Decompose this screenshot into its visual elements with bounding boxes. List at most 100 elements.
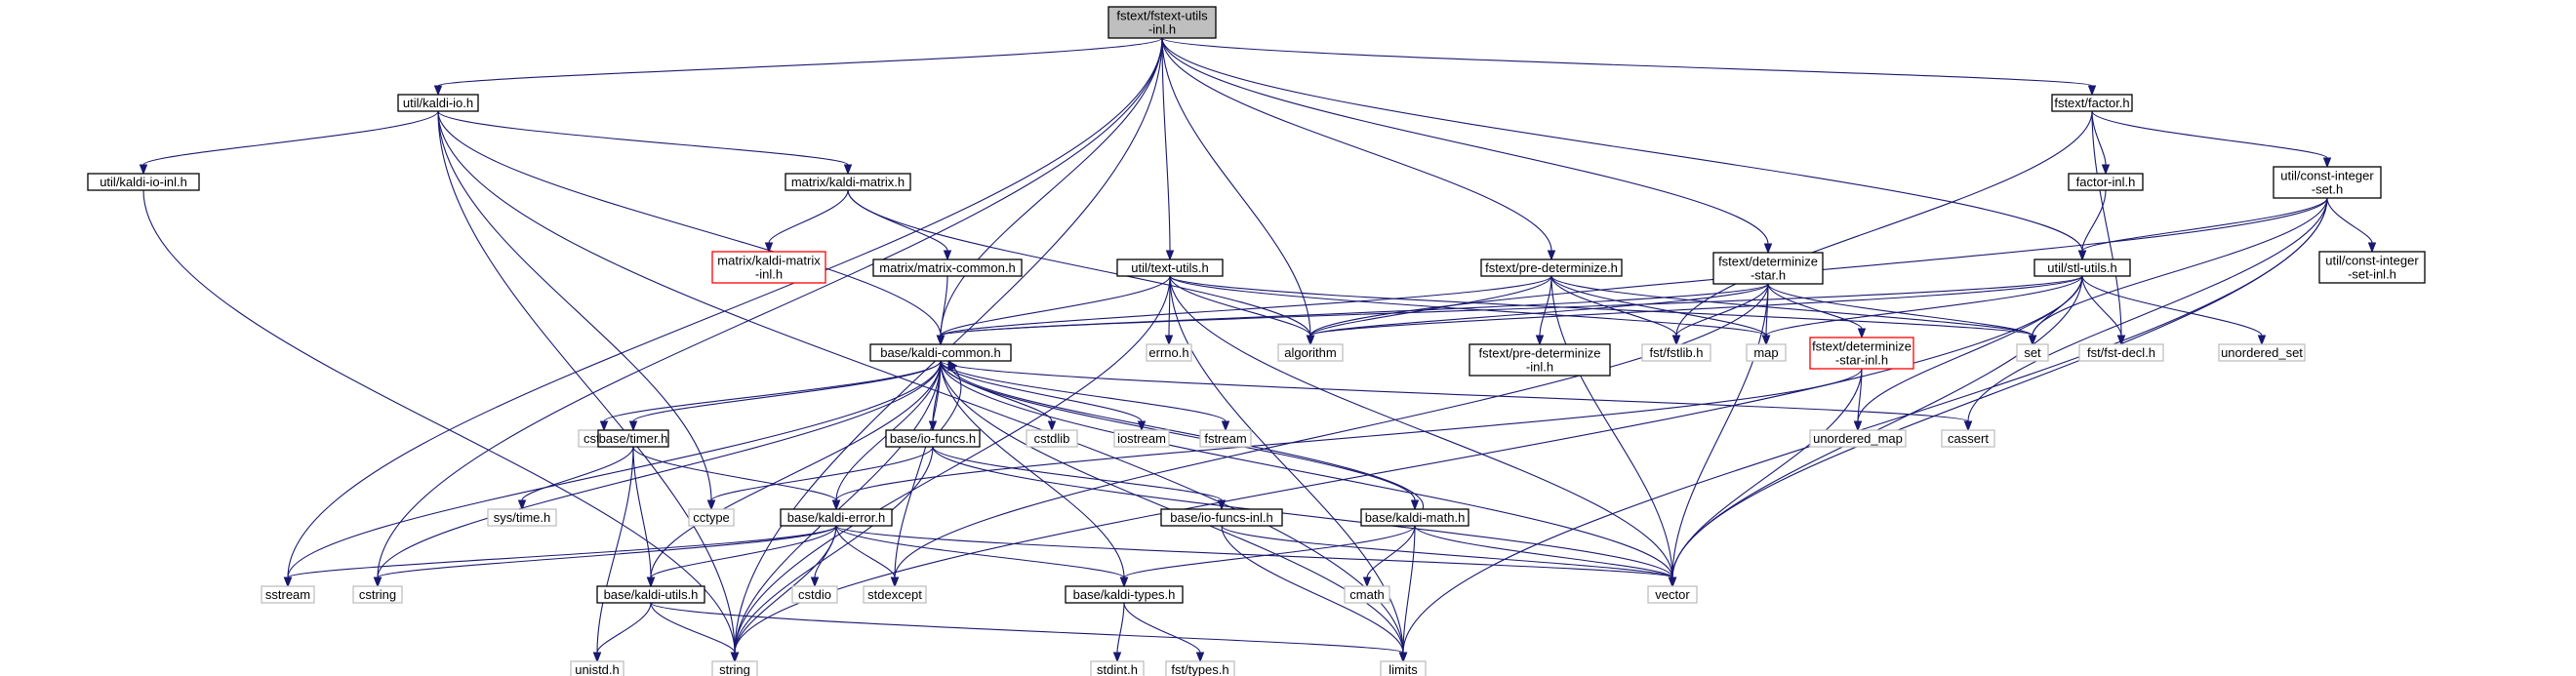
node-label: fst/types.h bbox=[1171, 662, 1228, 676]
edge-kaldi-error-to-kaldi-utils bbox=[646, 525, 837, 588]
node-kaldi-common[interactable]: base/kaldi-common.h bbox=[869, 343, 1012, 362]
node-label: -star.h bbox=[1751, 268, 1786, 283]
node-io-funcs[interactable]: base/io-funcs.h bbox=[885, 429, 981, 448]
node-label: base/kaldi-math.h bbox=[1365, 510, 1466, 525]
node-map: map bbox=[1746, 343, 1787, 362]
node-kaldi-io[interactable]: util/kaldi-io.h bbox=[397, 94, 479, 112]
edge-const-int-set-to-const-int-set-inl bbox=[2326, 197, 2377, 254]
node-pre-det-inl[interactable]: fstext/pre-determinize-inl.h bbox=[1469, 343, 1611, 377]
node-matrix-common[interactable]: matrix/matrix-common.h bbox=[872, 258, 1023, 277]
node-label: -set.h bbox=[2312, 182, 2344, 197]
edge-kaldi-utils-to-string bbox=[650, 602, 740, 663]
edge-factor-to-const-int-set bbox=[2091, 110, 2332, 169]
edge-root-to-sstream bbox=[283, 37, 1163, 588]
edge-kaldi-matrix-to-matrix-common bbox=[847, 189, 952, 261]
edge-io-funcs-to-io-funcs-inl bbox=[932, 446, 1227, 511]
node-text-utils[interactable]: util/text-utils.h bbox=[1116, 258, 1224, 277]
node-fst-types: fst/types.h bbox=[1165, 660, 1235, 676]
node-label: cmath bbox=[1349, 587, 1384, 602]
node-io-funcs-inl[interactable]: base/io-funcs-inl.h bbox=[1160, 508, 1283, 527]
node-factor[interactable]: fstext/factor.h bbox=[2051, 94, 2133, 112]
node-errno: errno.h bbox=[1146, 343, 1192, 362]
edge-kaldi-error-to-kaldi-types bbox=[835, 525, 1129, 588]
edge-kaldi-common-to-fstream bbox=[940, 360, 1230, 432]
edge-io-funcs-to-string bbox=[730, 446, 934, 663]
node-label: fstext/pre-determinize bbox=[1479, 346, 1601, 361]
node-vector: vector bbox=[1647, 585, 1698, 604]
node-kaldi-math[interactable]: base/kaldi-math.h bbox=[1360, 508, 1469, 527]
node-const-int-set-inl[interactable]: util/const-integer-set-inl.h bbox=[2318, 251, 2426, 284]
edge-kaldi-common-to-cstddef bbox=[599, 360, 942, 432]
node-label: base/io-funcs-inl.h bbox=[1170, 510, 1273, 525]
edge-stl-utils-to-fst-decl bbox=[2081, 275, 2126, 346]
node-unordered-map: unordered_map bbox=[1809, 429, 1907, 448]
edge-io-funcs-to-cctype bbox=[706, 446, 934, 511]
edge-kaldi-io-to-kaldi-io-inl bbox=[139, 110, 439, 176]
edge-root-to-stl-utils bbox=[1161, 37, 2087, 261]
node-det-star-inl[interactable]: fstext/determinize-star-inl.h bbox=[1809, 337, 1914, 370]
node-label: base/kaldi-utils.h bbox=[604, 587, 699, 602]
node-string: string bbox=[711, 660, 758, 676]
node-cctype: cctype bbox=[688, 508, 735, 527]
node-label: cctype bbox=[693, 510, 730, 525]
node-kaldi-io-inl[interactable]: util/kaldi-io-inl.h bbox=[87, 173, 200, 191]
edge-kaldi-io-to-string bbox=[437, 110, 740, 663]
node-label: matrix/kaldi-matrix.h bbox=[791, 175, 905, 189]
node-fstream: fstream bbox=[1199, 429, 1252, 448]
edge-timer-to-kaldi-error bbox=[632, 446, 841, 511]
node-const-int-set[interactable]: util/const-integer-set.h bbox=[2273, 166, 2382, 199]
node-label: algorithm bbox=[1284, 345, 1336, 360]
edge-kaldi-error-to-cstring bbox=[373, 525, 837, 588]
node-unordered-set: unordered_set bbox=[2218, 343, 2306, 362]
node-label: util/const-integer bbox=[2280, 169, 2374, 183]
edge-root-to-kaldi-io bbox=[433, 37, 1163, 97]
node-label: base/timer.h bbox=[599, 431, 668, 446]
node-cmath: cmath bbox=[1344, 585, 1390, 604]
edge-const-int-set-to-cassert bbox=[1963, 197, 2328, 432]
dependency-edges bbox=[139, 37, 2377, 663]
edge-kaldi-math-to-vector bbox=[1414, 525, 1677, 588]
edge-kaldi-common-to-timer bbox=[628, 360, 942, 432]
node-pre-det[interactable]: fstext/pre-determinize.h bbox=[1480, 258, 1623, 277]
node-kaldi-types[interactable]: base/kaldi-types.h bbox=[1065, 585, 1184, 604]
edge-factor-to-factor-inl bbox=[2091, 110, 2111, 176]
edge-root-to-kaldi-common bbox=[936, 37, 1163, 346]
node-sstream: sstream bbox=[261, 585, 315, 604]
node-label: -star-inl.h bbox=[1835, 353, 1888, 368]
node-label: util/text-utils.h bbox=[1131, 260, 1208, 275]
node-kaldi-utils[interactable]: base/kaldi-utils.h bbox=[596, 585, 705, 604]
node-label: fstext/factor.h bbox=[2054, 96, 2129, 110]
node-stl-utils[interactable]: util/stl-utils.h bbox=[2033, 258, 2131, 277]
node-kaldi-error[interactable]: base/kaldi-error.h bbox=[780, 508, 893, 527]
node-label: unordered_set bbox=[2221, 345, 2303, 360]
node-iostream: iostream bbox=[1113, 429, 1170, 448]
node-kaldi-matrix[interactable]: matrix/kaldi-matrix.h bbox=[785, 173, 911, 191]
edge-kaldi-math-to-cmath bbox=[1362, 525, 1416, 588]
edge-det-star-to-det-star-inl bbox=[1767, 283, 1867, 339]
node-timer[interactable]: base/timer.h bbox=[597, 429, 669, 448]
edge-stl-utils-to-algorithm bbox=[1306, 275, 2083, 346]
node-label: -set-inl.h bbox=[2348, 267, 2396, 282]
node-label: unistd.h bbox=[575, 662, 620, 676]
node-root[interactable]: fstext/fstext-utils-inl.h bbox=[1107, 6, 1217, 39]
node-label: matrix/kaldi-matrix bbox=[717, 254, 821, 268]
node-set: set bbox=[2016, 343, 2049, 362]
node-label: limits bbox=[1389, 662, 1418, 676]
node-label: util/kaldi-io.h bbox=[403, 96, 473, 110]
edge-kaldi-io-to-cctype bbox=[437, 110, 716, 511]
node-label: string bbox=[719, 662, 750, 676]
edge-text-utils-to-set bbox=[1169, 275, 2037, 346]
node-label: -inl.h bbox=[755, 267, 783, 282]
edge-det-star-inl-to-vector bbox=[1668, 368, 1863, 588]
node-kaldi-matrix-inl[interactable]: matrix/kaldi-matrix-inl.h bbox=[711, 251, 826, 284]
node-cstdlib: cstdlib bbox=[1026, 429, 1078, 448]
node-label: matrix/matrix-common.h bbox=[879, 260, 1015, 275]
node-limits: limits bbox=[1380, 660, 1427, 676]
edge-root-to-cstring bbox=[373, 37, 1163, 588]
edge-kaldi-math-to-kaldi-types bbox=[1119, 525, 1416, 588]
node-label: fstext/determinize bbox=[1718, 255, 1818, 269]
edge-kaldi-error-to-sstream bbox=[283, 525, 837, 588]
node-factor-inl[interactable]: factor-inl.h bbox=[2068, 173, 2144, 191]
node-det-star[interactable]: fstext/determinize-star.h bbox=[1712, 252, 1824, 285]
edge-timer-to-systime bbox=[517, 446, 634, 511]
